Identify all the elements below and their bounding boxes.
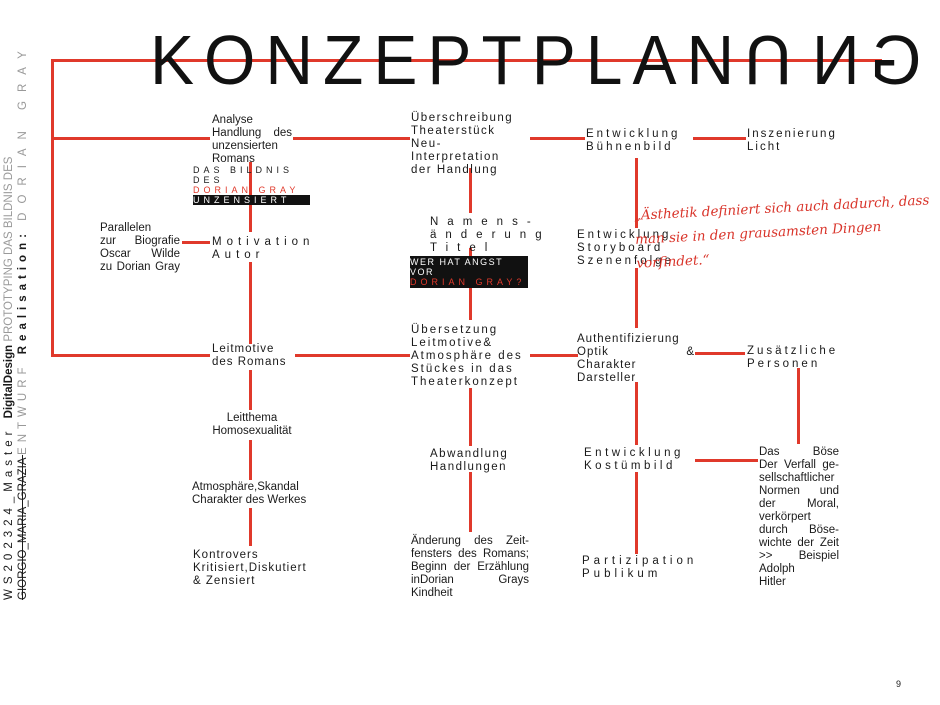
subject-label: DORIAN GRAY	[17, 42, 29, 221]
connector-line	[182, 241, 210, 244]
node-buehnenbild: Entwicklung Bühnenbild	[586, 128, 681, 153]
title-letter: P	[427, 21, 482, 99]
connector-line	[695, 459, 758, 462]
node-leitthema: Leitthema Homosexualität	[212, 412, 292, 437]
title-letter: U	[744, 21, 802, 99]
node-namensaenderung: Namens- änderung Titel	[430, 216, 551, 254]
connector-line	[249, 370, 252, 410]
connector-line	[295, 354, 410, 357]
connector-line	[797, 368, 800, 444]
tag-line: UNZENSIERT	[193, 195, 310, 205]
title-letter: N	[801, 21, 860, 99]
connector-line	[51, 59, 54, 357]
course-label: WS202324_Master	[3, 418, 15, 600]
project-label: PROTOTYPING DAS BILDNIS DES	[3, 156, 15, 345]
tag-line: DAS BILDNIS DES	[193, 165, 294, 185]
node-atmosphaere: Atmosphäre,Skandal Charakter des Werkes	[192, 481, 307, 506]
node-storyboard: Entwicklung Storyboard Szenenfolge	[577, 229, 674, 267]
connector-line	[52, 59, 882, 62]
connector-line	[635, 268, 638, 328]
connector-line	[249, 262, 252, 344]
draft-label: ENTWURF	[17, 354, 29, 455]
author-label: GIORGIO_MARIA_GRAZIA	[17, 454, 29, 600]
title-letter: A	[632, 21, 687, 99]
connector-line	[249, 440, 252, 480]
node-ueberschreibung: Überschreibung Theaterstück Neu-Interpre…	[411, 112, 514, 176]
connector-line	[52, 354, 210, 357]
node-leitmotive: Leitmotive des Romans	[212, 343, 287, 368]
connector-line	[635, 472, 638, 554]
realisation-label: Realisation:	[17, 220, 29, 355]
title-letter: Z	[323, 21, 374, 99]
connector-line	[635, 158, 638, 228]
tag-line: DORIAN GRAY	[193, 185, 300, 195]
node-analyse: Analyse Handlung des unzensierten Romans	[212, 114, 292, 166]
node-aenderung: Änderung des Zeit- fensters des Romans; …	[411, 535, 529, 599]
tag-bildnis: DAS BILDNIS DES DORIAN GRAY UNZENSIERT	[193, 165, 310, 205]
node-motivation: Motivation Autor	[212, 236, 315, 261]
connector-line	[635, 382, 638, 445]
connector-line	[469, 168, 472, 213]
node-kostuembild: Entwicklung Kostümbild	[584, 447, 684, 472]
title-letter: K	[150, 21, 205, 99]
node-abwandlung: Abwandlung Handlungen	[430, 448, 509, 473]
node-inszenierung: Inszenierung Licht	[747, 128, 837, 153]
node-authentifizierung: Authentifizierung Optik & Charakter Dars…	[577, 333, 695, 384]
tag-titel: WER HAT ANGST VOR DORIAN GRAY?	[410, 256, 528, 288]
connector-line	[249, 508, 252, 546]
credits-line-1: WS202324_Master DigitalDesign PROTOTYPIN…	[2, 10, 16, 600]
connector-line	[693, 137, 746, 140]
connector-line	[695, 352, 745, 355]
page-title: KONZEPTPLANUNG	[150, 20, 921, 100]
connector-line	[530, 354, 578, 357]
node-uebersetzung: Übersetzung Leitmotive& Atmosphäre des S…	[411, 324, 523, 388]
node-partizipation: Partizipation Publikum	[582, 555, 698, 580]
connector-line	[469, 388, 472, 446]
credits-line-2: GIORGIO_MARIA_GRAZIA ENTWURF Realisation…	[16, 10, 30, 600]
node-zusaetzliche: Zusätzliche Personen	[747, 345, 839, 370]
node-text: Analyse Handlung des unzensierten Romans	[212, 114, 292, 165]
handwritten-quote: „Ästhetik definiert sich auch dadurch, d…	[633, 192, 930, 272]
program-label: DigitalDesign	[3, 344, 15, 419]
connector-line	[52, 137, 210, 140]
title-letter: O	[204, 21, 266, 99]
title-letter: P	[531, 21, 586, 99]
page-number: 9	[896, 679, 902, 689]
node-das-boese: Das Böse Der Verfall ge- sellschaftliche…	[759, 446, 839, 588]
title-letter: N	[686, 21, 745, 99]
node-kontrovers: Kontrovers Kritisiert,Diskutiert & Zensi…	[193, 549, 307, 587]
connector-line	[293, 137, 410, 140]
title-letter: L	[585, 21, 633, 99]
connector-line	[530, 137, 585, 140]
tag-line: DORIAN GRAY?	[410, 277, 526, 287]
side-credits: WS202324_Master DigitalDesign PROTOTYPIN…	[2, 10, 30, 600]
title-letter: N	[265, 21, 324, 99]
title-letter: G	[859, 21, 921, 99]
title-letter: E	[373, 21, 428, 99]
node-parallelen: Parallelen zur Biografie Oscar Wilde zu …	[100, 222, 180, 273]
connector-line	[469, 472, 472, 532]
title-letter: T	[481, 21, 532, 99]
tag-line: WER HAT ANGST VOR	[410, 257, 504, 277]
